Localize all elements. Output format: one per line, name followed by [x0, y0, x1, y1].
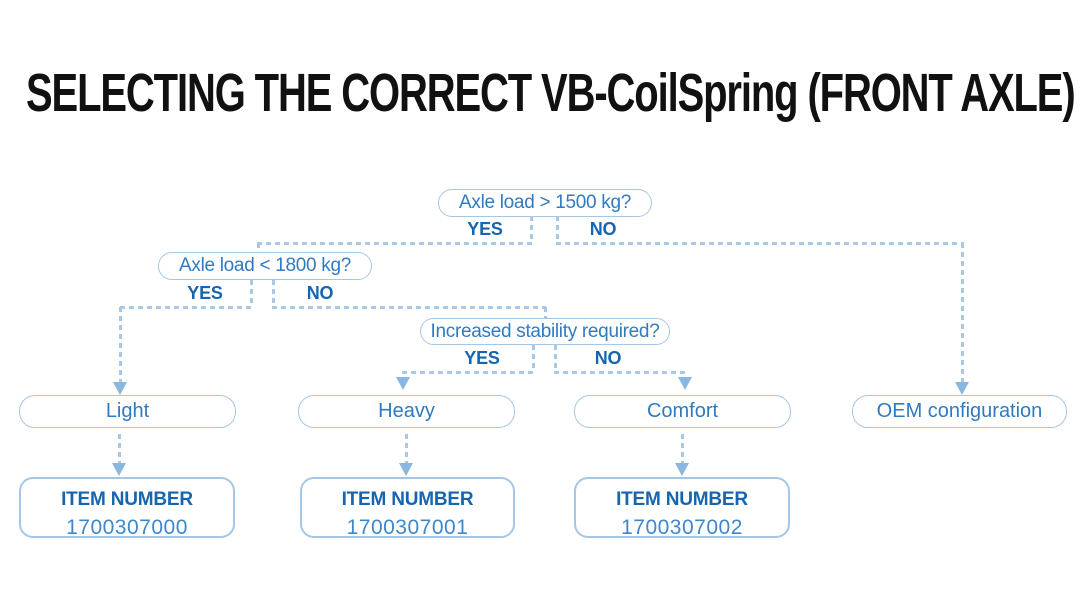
arrow-down-comfort-icon	[678, 377, 692, 390]
yes-label-3: YES	[464, 348, 500, 368]
item-number-header: ITEM NUMBER	[616, 489, 748, 510]
page-title: SELECTING THE CORRECT VB-CoilSpring (FRO…	[26, 63, 1076, 123]
arrow-down-item-2-icon	[399, 463, 413, 476]
connector-stub-1-no	[556, 216, 559, 243]
connector-comfort-to-item	[681, 434, 684, 464]
connector-stub-3-yes	[532, 345, 535, 372]
result-label: OEM configuration	[876, 400, 1043, 422]
decision-label: Axle load > 1500 kg?	[459, 192, 631, 213]
item-number-value: 1700307001	[346, 516, 469, 539]
connector-1-yes-horizontal	[257, 242, 533, 245]
connector-1-no-horizontal	[556, 242, 964, 245]
decision-node-axle-load-1800: Axle load < 1800 kg?	[158, 252, 372, 280]
yes-label-1: YES	[467, 219, 503, 239]
decision-label: Increased stability required?	[430, 320, 660, 342]
connector-to-decision-2	[257, 243, 260, 253]
decision-label: Axle load < 1800 kg?	[179, 255, 351, 276]
connector-stub-3-no	[554, 345, 557, 372]
item-number-header: ITEM NUMBER	[341, 489, 474, 510]
connector-3-yes-horizontal	[402, 371, 535, 374]
result-node-heavy: Heavy	[298, 395, 515, 428]
item-number-value: 1700307000	[66, 516, 188, 539]
connector-to-light	[119, 307, 122, 382]
item-number-header: ITEM NUMBER	[61, 489, 193, 510]
decision-node-stability: Increased stability required?	[420, 318, 670, 345]
item-number-value: 1700307002	[621, 516, 743, 539]
result-label: Comfort	[646, 400, 719, 422]
arrow-down-light-icon	[113, 382, 127, 395]
connector-stub-2-no	[272, 280, 275, 307]
connector-stub-1-yes	[530, 216, 533, 243]
item-number-box-2: ITEM NUMBER 1700307001	[300, 477, 515, 539]
no-label-1: NO	[589, 219, 617, 239]
no-label-3: NO	[594, 348, 622, 368]
connector-to-oem	[961, 243, 964, 382]
result-label: Heavy	[378, 400, 435, 422]
arrow-down-heavy-icon	[396, 377, 410, 390]
connector-2-no-horizontal	[272, 306, 546, 309]
result-node-light: Light	[19, 395, 236, 428]
arrow-down-item-1-icon	[112, 463, 126, 476]
connector-stub-2-yes	[250, 280, 253, 307]
item-number-box-1: ITEM NUMBER 1700307000	[19, 477, 235, 539]
connector-3-no-horizontal	[554, 371, 686, 374]
decision-node-axle-load-1500: Axle load > 1500 kg?	[438, 189, 652, 217]
item-number-box-3: ITEM NUMBER 1700307002	[574, 477, 790, 539]
connector-heavy-to-item	[405, 434, 408, 464]
connector-2-yes-horizontal	[120, 306, 253, 309]
result-label: Light	[105, 400, 150, 422]
arrow-down-oem-icon	[955, 382, 969, 395]
no-label-2: NO	[306, 283, 334, 303]
connector-to-decision-3	[544, 307, 547, 319]
result-node-comfort: Comfort	[574, 395, 791, 428]
yes-label-2: YES	[187, 283, 223, 303]
result-node-oem-configuration: OEM configuration	[852, 395, 1067, 428]
arrow-down-item-3-icon	[675, 463, 689, 476]
connector-light-to-item	[118, 434, 121, 464]
